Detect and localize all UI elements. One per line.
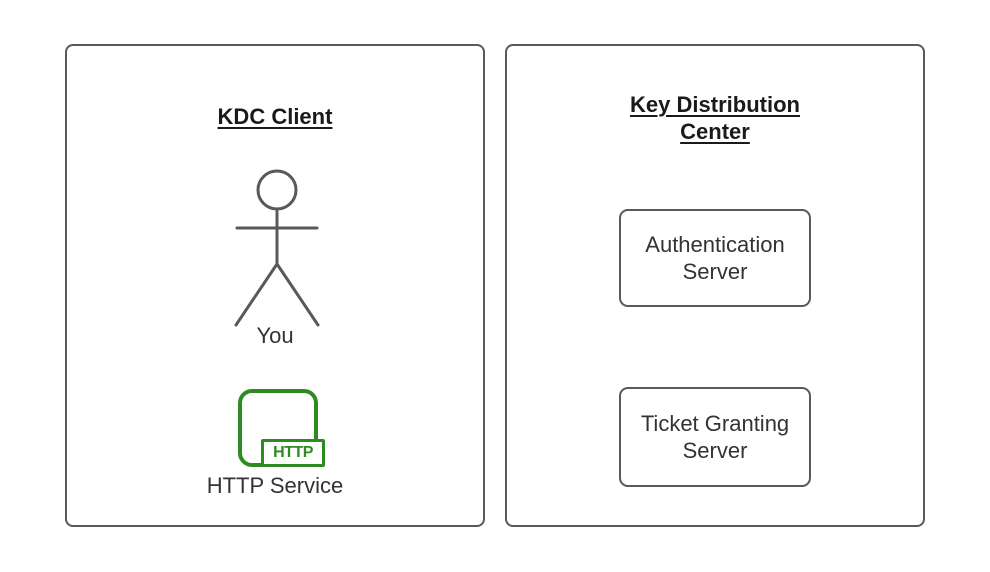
http-badge-label: HTTP <box>273 444 313 461</box>
node-authentication-server: Authentication Server <box>619 209 811 307</box>
actor-label: You <box>256 323 294 348</box>
node-label: Ticket Granting Server <box>640 411 790 463</box>
person-icon <box>234 169 320 327</box>
kdc-client-panel: KDC Client You HTTP HTTP Service <box>65 44 485 527</box>
kdc-client-panel-title: KDC Client <box>217 104 333 129</box>
key-distribution-center-title: Key Distribution Center <box>630 92 800 144</box>
node-label: Authentication Server <box>645 232 785 284</box>
node-ticket-granting-server: Ticket Granting Server <box>619 387 811 487</box>
http-service-icon: HTTP <box>238 389 325 467</box>
http-service-label: HTTP Service <box>206 473 344 498</box>
http-badge: HTTP <box>261 439 325 467</box>
key-distribution-center-panel: Key Distribution Center Authentication S… <box>505 44 925 527</box>
